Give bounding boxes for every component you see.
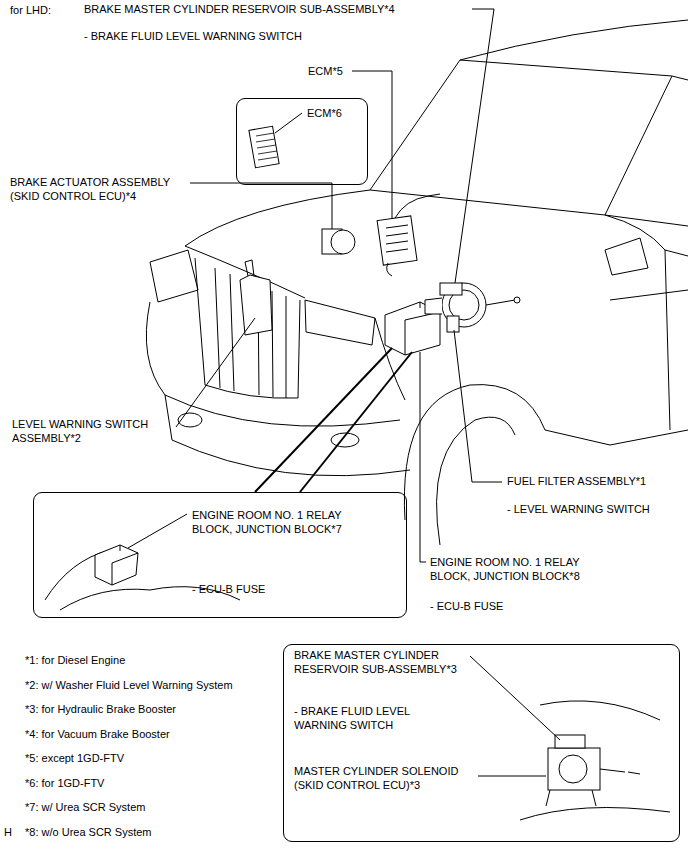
inset-drawing — [256, 133, 277, 160]
vehicle-outline — [460, 20, 688, 60]
leader-line — [470, 656, 560, 740]
part-label: - ECU-B FUSE — [430, 600, 503, 614]
component-drawing — [377, 216, 417, 265]
vehicle-outline — [665, 250, 670, 430]
vehicle-outline — [370, 60, 460, 190]
inset-drawing — [95, 545, 138, 585]
footnote: *6: for 1GD-FTV — [25, 777, 104, 791]
inset-box: ENGINE ROOM NO. 1 RELAY BLOCK, JUNCTION … — [33, 492, 407, 618]
component-drawing — [486, 300, 515, 305]
part-label: ECM*6 — [307, 107, 342, 121]
inset-drawing — [520, 808, 670, 821]
footnote: *3: for Hydraulic Brake Booster — [25, 703, 176, 717]
leader-line — [300, 352, 412, 492]
vehicle-outline — [215, 268, 286, 398]
part-label: - BRAKE FLUID LEVEL WARNING SWITCH — [294, 705, 444, 733]
footnote: *1: for Diesel Engine — [25, 654, 125, 668]
part-label: for LHD: — [10, 4, 51, 18]
leader-line — [190, 183, 332, 229]
inset-drawing — [112, 545, 138, 585]
vehicle-outline — [545, 430, 688, 445]
part-label: H — [4, 826, 12, 840]
part-label: - LEVEL WARNING SWITCH — [507, 503, 650, 517]
inset-drawing — [548, 748, 600, 790]
vehicle-outline — [605, 76, 672, 215]
inset-drawing — [540, 701, 660, 720]
part-label: LEVEL WARNING SWITCH ASSEMBLY*2 — [12, 418, 172, 446]
component-drawing — [245, 260, 254, 276]
vehicle-outline — [605, 215, 688, 226]
inset-drawing — [60, 589, 150, 610]
vehicle-outline — [404, 385, 545, 520]
part-label: BRAKE MASTER CYLINDER RESERVOIR SUB-ASSE… — [294, 649, 464, 677]
inset-drawing — [555, 735, 585, 748]
footnote: *5: except 1GD-FTV — [25, 752, 124, 766]
vehicle-outline — [195, 258, 205, 385]
part-label: BRAKE MASTER CYLINDER RESERVOIR SUB-ASSE… — [84, 3, 395, 17]
leader-line — [455, 9, 494, 283]
component-drawing — [447, 316, 459, 332]
vehicle-outline — [185, 190, 688, 256]
part-label: MASTER CYLINDER SOLENOID (SKID CONTROL E… — [294, 765, 476, 793]
vehicle-outline — [298, 300, 300, 398]
vehicle-outline — [146, 20, 688, 545]
vehicle-outline — [165, 395, 410, 476]
inset-box: BRAKE MASTER CYLINDER RESERVOIR SUB-ASSE… — [283, 644, 680, 842]
inset-drawing — [249, 126, 279, 168]
inset-box: ECM*6 — [236, 98, 368, 185]
vehicle-outline — [150, 250, 198, 302]
component-drawing — [240, 275, 272, 335]
component-drawing — [425, 298, 442, 314]
leader-line — [275, 113, 302, 133]
footnote: *2: w/ Washer Fluid Level Warning System — [25, 679, 233, 693]
part-label: - ECU-B FUSE — [192, 583, 265, 597]
inset-drawing — [559, 755, 587, 783]
vehicle-outline — [672, 76, 688, 80]
vehicle-outline — [305, 300, 375, 345]
vehicle-outline — [460, 60, 672, 76]
leader-line — [454, 330, 502, 482]
leader-line — [255, 348, 392, 492]
part-label: ENGINE ROOM NO. 1 RELAY BLOCK, JUNCTION … — [430, 556, 605, 584]
component-drawing — [386, 225, 408, 252]
component-drawing — [514, 297, 520, 303]
vehicle-outline — [437, 417, 515, 545]
part-label: BRAKE ACTUATOR ASSEMBLY (SKID CONTROL EC… — [10, 176, 185, 204]
component-drawing — [395, 194, 440, 218]
vehicle-outline — [605, 238, 648, 275]
part-label: FUEL FILTER ASSEMBLY*1 — [507, 475, 646, 489]
leader-line — [128, 514, 187, 548]
footnote: *8: w/o Urea SCR System — [25, 826, 152, 840]
part-label: - BRAKE FLUID LEVEL WARNING SWITCH — [84, 30, 302, 44]
part-label: ECM*5 — [308, 65, 343, 79]
leader-line — [478, 776, 546, 777]
component-drawing — [440, 283, 462, 295]
leader-line — [176, 318, 255, 427]
component-drawing — [387, 263, 392, 276]
leader-line — [128, 9, 560, 776]
component-drawing — [331, 230, 355, 254]
leader-line — [420, 352, 426, 562]
leader-line — [352, 71, 392, 218]
inset-drawing — [45, 126, 670, 820]
footnote: *4: for Vacuum Brake Booster — [25, 728, 170, 742]
component-drawing — [240, 194, 520, 355]
vehicle-outline — [205, 385, 298, 398]
vehicle-outline — [146, 302, 400, 426]
inset-drawing — [600, 769, 640, 774]
part-label: ENGINE ROOM NO. 1 RELAY BLOCK, JUNCTION … — [192, 509, 364, 537]
footnote: *7: w/ Urea SCR System — [25, 801, 145, 815]
inset-drawing — [546, 790, 596, 806]
vehicle-outline — [610, 290, 688, 300]
